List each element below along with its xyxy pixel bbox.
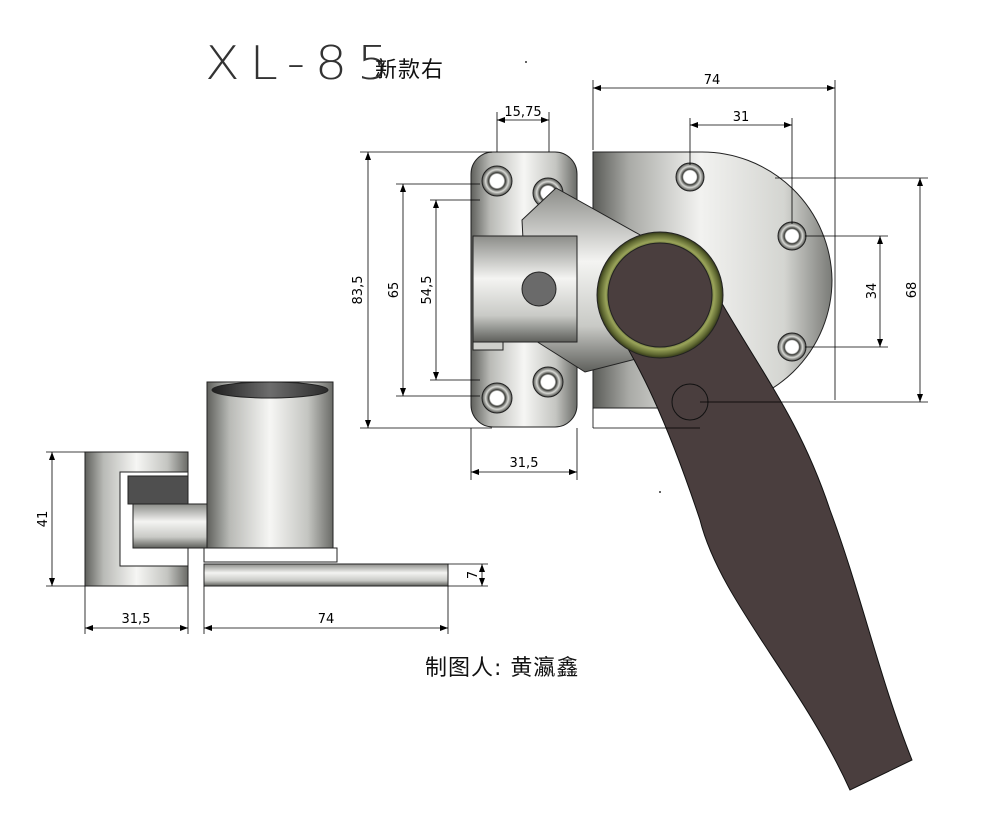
dim-front-width-total: 74 <box>704 73 721 88</box>
dim-side-right-width: 74 <box>318 612 335 627</box>
drafter-label: 制图人: <box>425 656 503 681</box>
dim-side-left-width: 31,5 <box>122 612 151 627</box>
hinge-hole-bottom-left <box>481 382 513 414</box>
dimension-labels: 74 31 68 34 15,75 83,5 65 54,5 31,5 41 7… <box>36 73 920 627</box>
dimension-lines <box>46 80 928 634</box>
drafter-credit: 制图人: 黄瀛鑫 <box>425 650 579 682</box>
plate-hole-upper-right <box>777 221 807 251</box>
side-view <box>84 381 449 587</box>
handle-lever <box>599 299 913 791</box>
dim-hinge-hole-spacing: 65 <box>387 282 402 299</box>
title-subtitle: 新款右 <box>375 58 445 83</box>
hinge-hole-top-left <box>481 165 513 197</box>
plate-hole-lower-right <box>777 332 807 362</box>
hinge-pin <box>521 271 557 307</box>
dimension-arrows <box>49 85 923 631</box>
dim-side-base-thickness: 7 <box>466 571 481 579</box>
hinge-barrel <box>472 235 578 351</box>
handle-bushing <box>596 231 724 359</box>
drafter-name: 黄瀛鑫 <box>510 656 580 681</box>
dim-front-hole-spacing-top: 31 <box>733 110 750 125</box>
title-model: XL-85 <box>205 36 400 90</box>
dim-hinge-inner-height: 54,5 <box>420 276 435 305</box>
plate-hole-top <box>675 162 705 192</box>
hinge-hole-bottom-right <box>532 366 564 398</box>
dim-hinge-top-width: 15,75 <box>504 105 541 120</box>
dim-hinge-height-total: 83,5 <box>351 276 366 305</box>
dim-hinge-width: 31,5 <box>510 456 539 471</box>
dim-front-hole-spacing-side: 34 <box>865 283 880 300</box>
dim-side-height: 41 <box>36 511 51 528</box>
dim-front-height: 68 <box>905 282 920 299</box>
